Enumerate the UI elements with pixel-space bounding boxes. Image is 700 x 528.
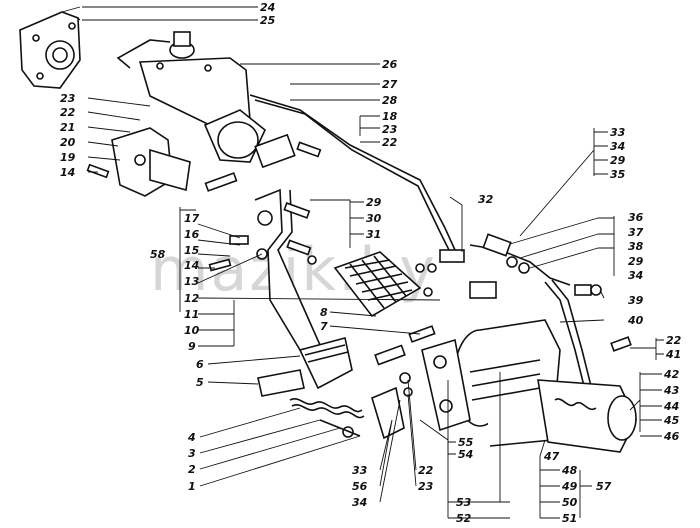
- callout: 32: [478, 193, 494, 206]
- callout: 22: [418, 464, 434, 477]
- callout: 18: [382, 110, 398, 123]
- callout: 14: [184, 259, 199, 272]
- callout: 29: [628, 255, 644, 268]
- callout: 51: [562, 512, 577, 525]
- callout: 24: [260, 1, 275, 14]
- callout: 10: [184, 324, 200, 337]
- callout: 23: [418, 480, 434, 493]
- return-spring-assembly: [257, 369, 365, 438]
- callout: 54: [458, 448, 473, 461]
- callout: 19: [60, 151, 76, 164]
- callout: 47: [543, 450, 560, 463]
- callout: 26: [382, 58, 398, 71]
- callout: 1: [188, 480, 196, 493]
- callout: 43: [663, 384, 680, 397]
- callout: 23: [382, 123, 398, 136]
- callout: 22: [666, 334, 682, 347]
- mounting-bracket-plate: [19, 11, 81, 89]
- callout: 25: [260, 14, 276, 27]
- callout: 2: [188, 463, 196, 476]
- callout: 31: [366, 228, 381, 241]
- callout: 45: [663, 414, 680, 427]
- parts: [19, 11, 637, 453]
- callout: 27: [382, 78, 398, 91]
- callout: 16: [184, 228, 200, 241]
- callout: 33: [610, 126, 626, 139]
- callout: 11: [184, 308, 199, 321]
- callout: 55: [458, 436, 474, 449]
- callout: 50: [562, 496, 578, 509]
- callout: 46: [663, 430, 680, 443]
- callout: 58: [150, 248, 166, 261]
- callout: 56: [352, 480, 368, 493]
- callout: 12: [184, 292, 200, 305]
- callout: 30: [366, 212, 382, 225]
- callout: 34: [628, 269, 643, 282]
- callout: 53: [456, 496, 472, 509]
- callout: 15: [184, 244, 200, 257]
- callout: 14: [60, 166, 75, 179]
- pedal-bracket: [86, 127, 238, 197]
- callout: 52: [456, 512, 472, 525]
- callout: 38: [628, 240, 644, 253]
- booster-housing: [371, 319, 637, 453]
- callout: 22: [382, 136, 398, 149]
- leader-lines: [61, 6, 664, 519]
- master-cylinder: [138, 31, 296, 169]
- callout: 36: [628, 211, 644, 224]
- callout: 44: [663, 400, 679, 413]
- callout: 4: [187, 431, 196, 444]
- callout: 29: [610, 154, 626, 167]
- callout: 8: [320, 306, 328, 319]
- callout: 35: [610, 168, 626, 181]
- callout: 40: [627, 314, 644, 327]
- callout-labels: 24 25 26 27 28 18 23 22 23 22 21 20 19 1…: [60, 1, 682, 525]
- callout: 28: [382, 94, 398, 107]
- callout: 42: [663, 368, 680, 381]
- callout: 29: [366, 196, 382, 209]
- pedal-lever: [254, 188, 353, 390]
- callout: 34: [610, 140, 625, 153]
- callout: 48: [561, 464, 578, 477]
- callout: 33: [352, 464, 368, 477]
- callout: 22: [60, 106, 76, 119]
- callout: 5: [196, 376, 204, 389]
- callout: 21: [60, 121, 75, 134]
- pipe-tee-fitting: [439, 233, 530, 299]
- callout: 37: [628, 226, 644, 239]
- callout: 17: [184, 212, 200, 225]
- callout: 57: [596, 480, 612, 493]
- callout: 49: [561, 480, 578, 493]
- callout: 13: [184, 275, 200, 288]
- callout: 6: [196, 358, 204, 371]
- callout: 20: [60, 136, 76, 149]
- callout: 41: [665, 348, 681, 361]
- callout: 9: [188, 340, 196, 353]
- callout: 7: [320, 320, 328, 333]
- callout: 3: [188, 447, 196, 460]
- callout: 34: [352, 496, 367, 509]
- callout: 39: [628, 294, 644, 307]
- callout: 23: [60, 92, 76, 105]
